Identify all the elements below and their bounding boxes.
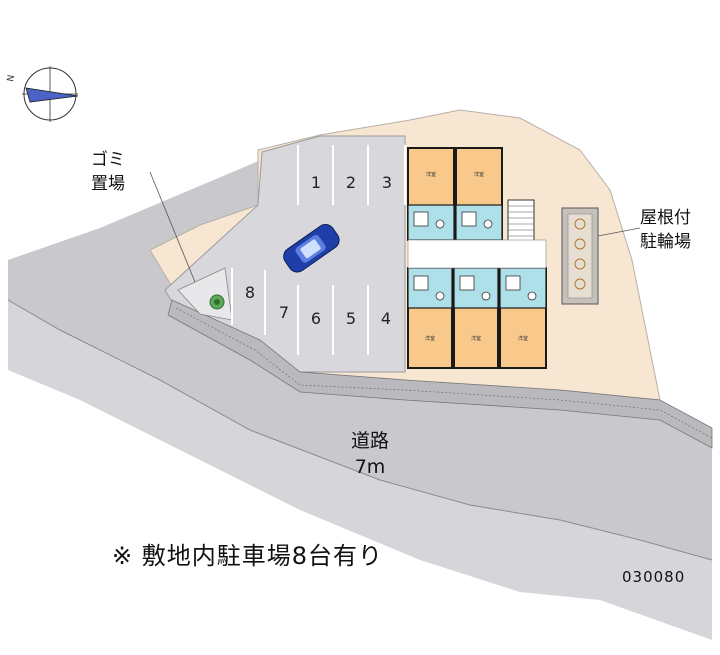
- road-label-line1: 道路: [350, 430, 389, 452]
- svg-text:洋室: 洋室: [471, 335, 481, 342]
- parking-space-3: 3: [382, 173, 392, 192]
- road: [8, 300, 712, 640]
- parking-space-2: 2: [346, 173, 356, 192]
- building: 洋室 洋室 洋室 洋室 洋室: [407, 147, 547, 369]
- parking-space-5: 5: [346, 309, 356, 328]
- car-icon: [283, 223, 340, 273]
- bike-shelter-label: 屋根付 駐輪場: [640, 206, 712, 254]
- compass-north-label: N: [6, 74, 17, 82]
- road-label-line2: 7m: [354, 456, 386, 478]
- parking-space-4: 4: [381, 309, 391, 328]
- parking-lines-bottom: [231, 268, 369, 355]
- compass-icon: N: [6, 66, 79, 122]
- parking-space-6: 6: [311, 309, 321, 328]
- parking-lines-top: [297, 145, 406, 205]
- bike-label-line2: 駐輪場: [640, 232, 691, 252]
- bike-shelter: [561, 207, 641, 305]
- garbage-label-line1: ゴミ: [91, 150, 125, 170]
- svg-text:洋室: 洋室: [426, 171, 436, 178]
- parking-note: ※ 敷地内駐車場8台有り: [112, 542, 384, 570]
- parking-space-8: 8: [245, 283, 255, 302]
- parking-numbers: 1 2 3 4 5 6 7 8: [245, 173, 392, 328]
- property-code: 030080: [622, 568, 686, 586]
- svg-text:洋室: 洋室: [474, 171, 484, 178]
- curb-strip: [167, 299, 713, 449]
- bike-label-line1: 屋根付: [640, 208, 691, 228]
- svg-text:洋室: 洋室: [425, 335, 435, 342]
- garbage-label-line2: 置場: [91, 174, 125, 194]
- road-label: 道路 7m: [330, 428, 410, 480]
- garbage-area-label: ゴミ 置場: [84, 148, 132, 196]
- parking-space-7: 7: [279, 303, 289, 322]
- svg-text:洋室: 洋室: [518, 335, 528, 342]
- parking-space-1: 1: [311, 173, 321, 192]
